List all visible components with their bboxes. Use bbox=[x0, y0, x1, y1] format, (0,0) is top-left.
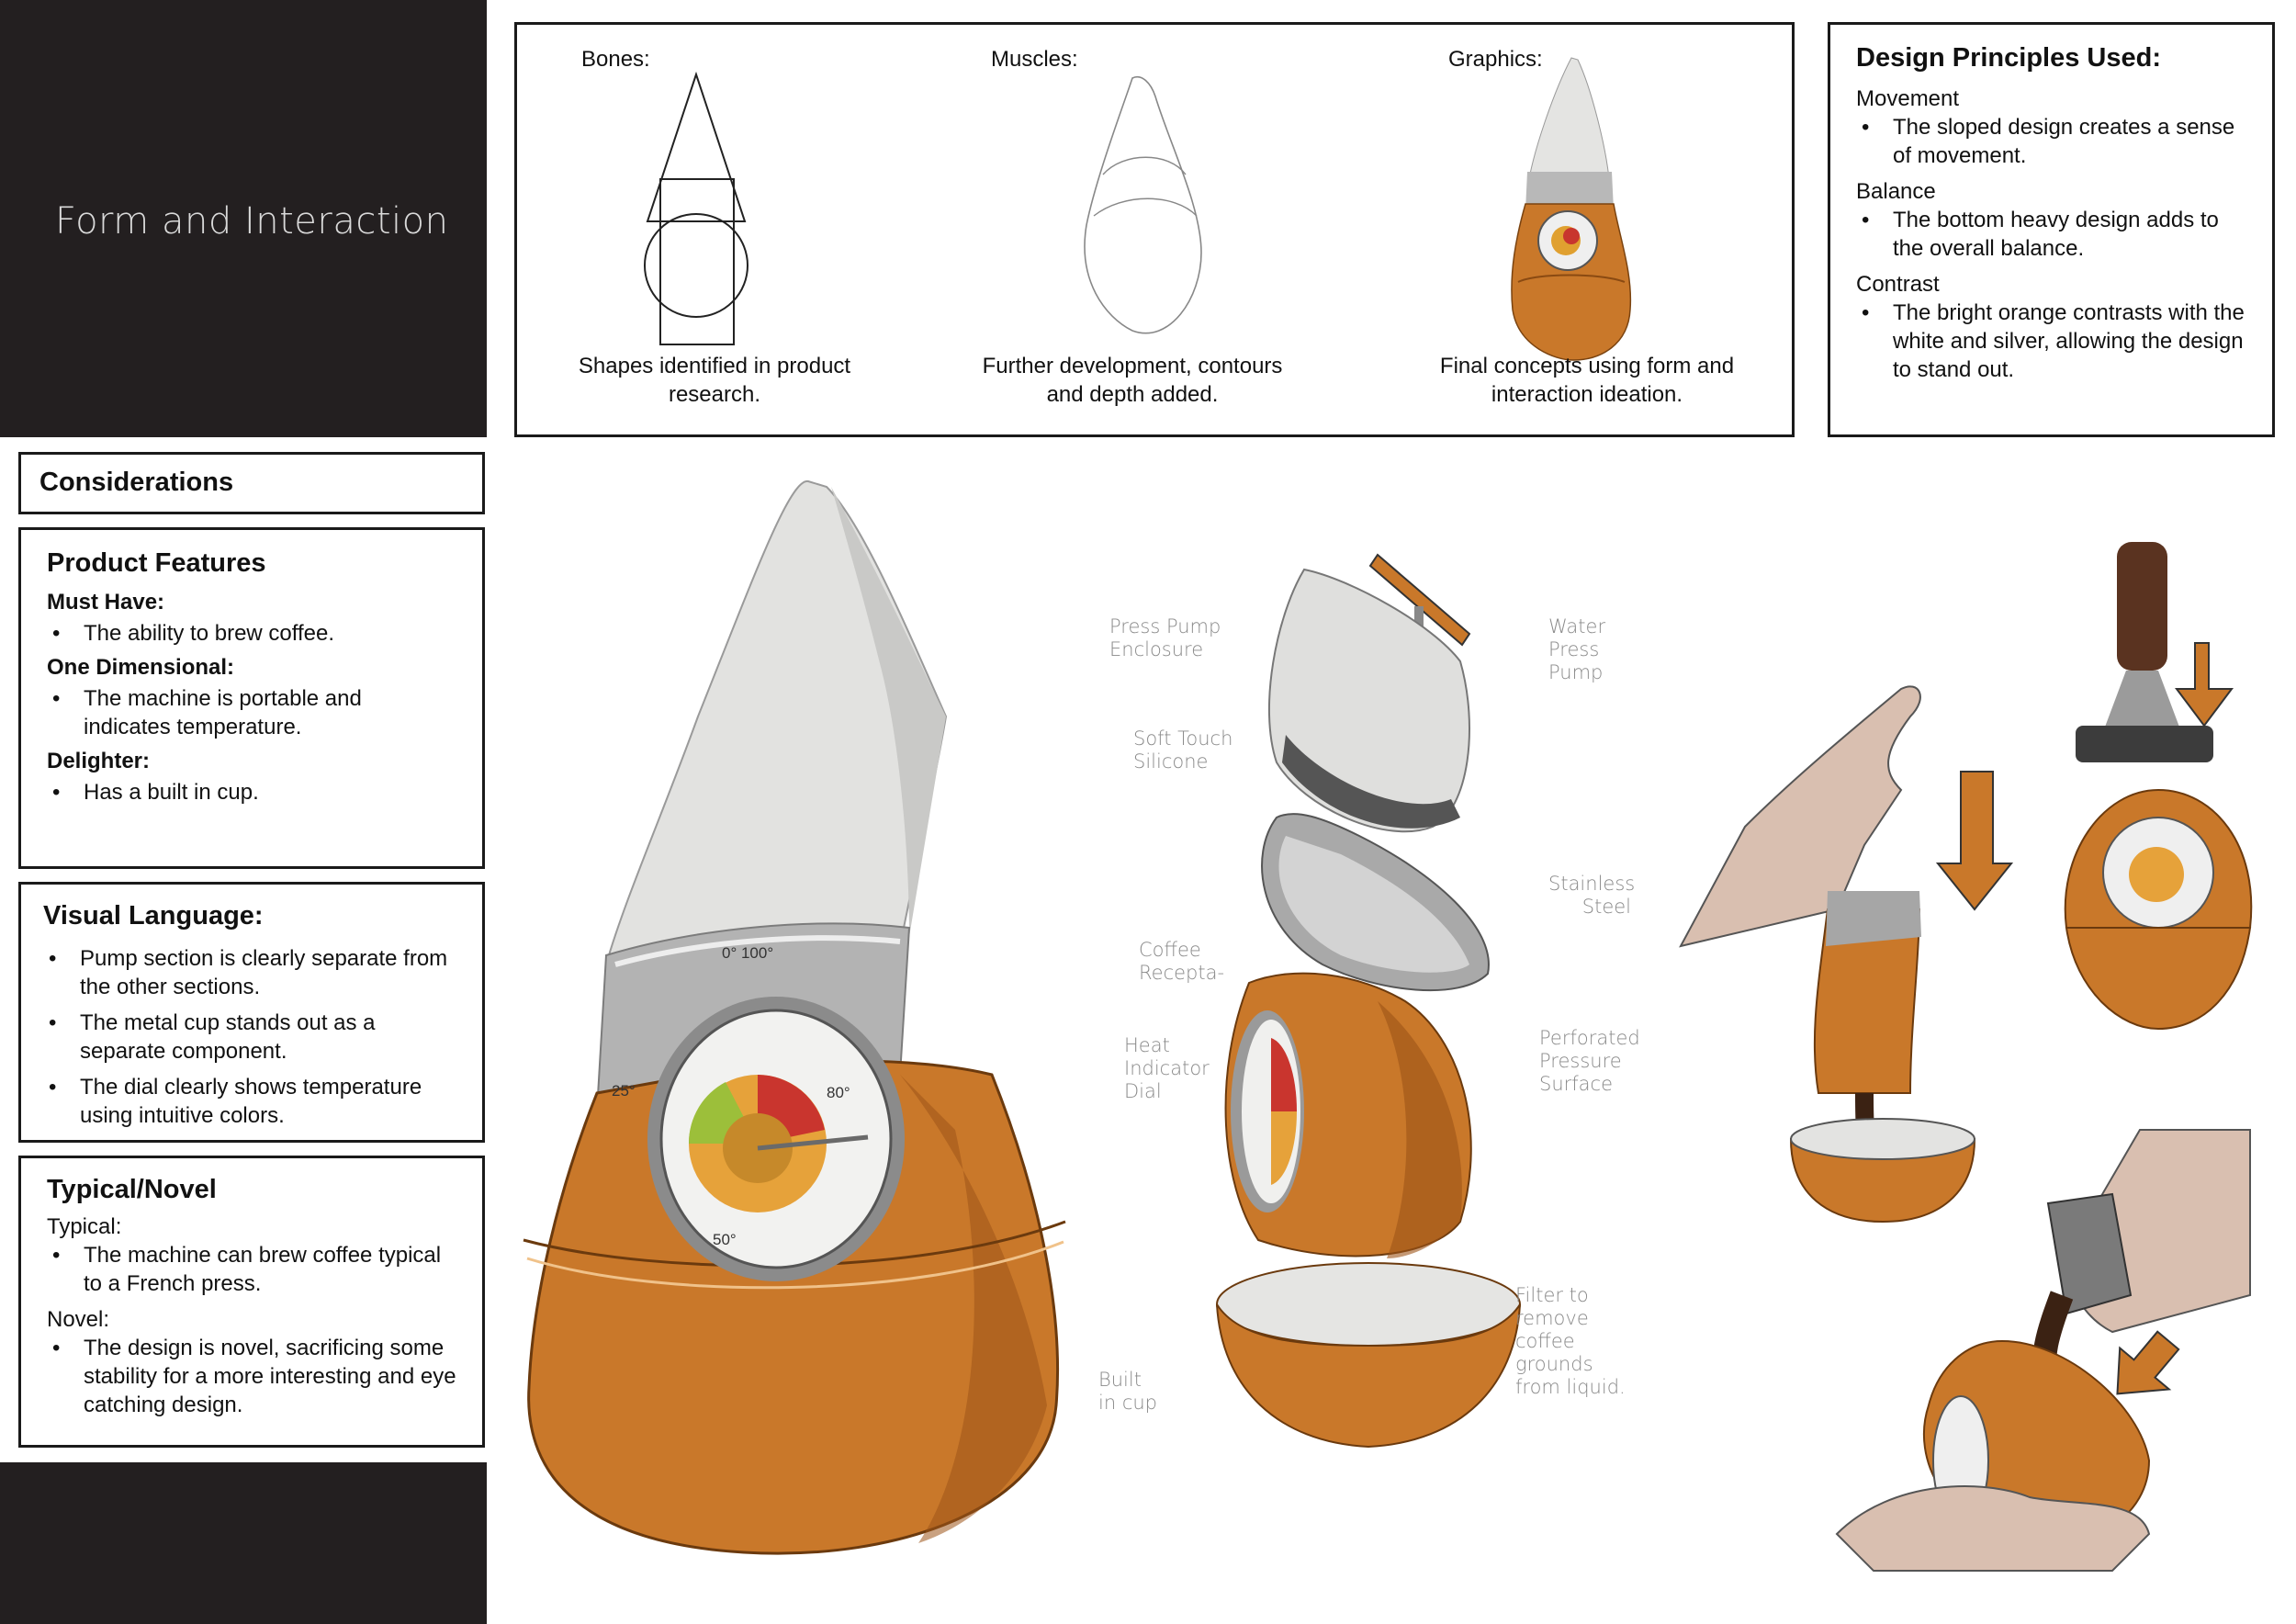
delighter-label: Delighter: bbox=[47, 749, 151, 773]
callout-soft-touch: Soft Touch Silicone bbox=[1133, 727, 1233, 773]
must-have-text: The ability to brew coffee. bbox=[47, 619, 456, 648]
bones-sketch bbox=[644, 71, 748, 345]
stage-label-muscles: Muscles: bbox=[991, 47, 1078, 72]
design-principles-panel: Design Principles Used: Movement The slo… bbox=[1828, 22, 2275, 437]
principle-movement: Movement The sloped design creates a sen… bbox=[1856, 85, 2246, 170]
muscles-sketch bbox=[1084, 76, 1202, 334]
typical-novel-title: Typical/Novel bbox=[47, 1175, 217, 1204]
callout-press-pump: Press Pump Enclosure bbox=[1109, 615, 1221, 660]
interaction-press-sketch bbox=[1679, 685, 2014, 1224]
principle-name: Balance bbox=[1856, 179, 1936, 204]
title-panel: Form and Interaction bbox=[0, 0, 487, 437]
delighter-text: Has a built in cup. bbox=[47, 778, 456, 806]
typical-label: Typical: bbox=[47, 1214, 122, 1239]
dial-label-right: 80° bbox=[827, 1084, 850, 1101]
typical-novel-panel: Typical/Novel Typical: The machine can b… bbox=[18, 1156, 485, 1448]
callout-perforated: Perforated Pressure Surface bbox=[1539, 1027, 1640, 1095]
product-features-title: Product Features bbox=[47, 548, 266, 578]
callout-cup: Built in cup bbox=[1098, 1369, 1158, 1414]
hero-render bbox=[523, 479, 1066, 1555]
considerations-header: Considerations bbox=[18, 452, 485, 514]
principle-contrast: Contrast The bright orange contrasts wit… bbox=[1856, 270, 2246, 384]
visual-language-item: The dial clearly shows temperature using… bbox=[43, 1073, 460, 1130]
visual-language-item: Pump section is clearly separate from th… bbox=[43, 944, 460, 1001]
novel-label: Novel: bbox=[47, 1307, 110, 1332]
callout-stainless: Stainless Steel bbox=[1548, 873, 1636, 918]
stage-label-graphics: Graphics: bbox=[1448, 47, 1543, 72]
footer-panel bbox=[0, 1462, 487, 1624]
callout-heat-dial: Heat Indicator Dial bbox=[1124, 1034, 1210, 1102]
stage-caption-graphics: Final concepts using form and interactio… bbox=[1439, 354, 1735, 407]
stage-label-bones: Bones: bbox=[581, 47, 650, 72]
considerations-title: Considerations bbox=[39, 468, 234, 497]
callout-coffee-recepta: Coffee Recepta- bbox=[1139, 939, 1225, 984]
graphics-render bbox=[1511, 57, 1632, 361]
must-have-label: Must Have: bbox=[47, 590, 165, 615]
visual-language-panel: Visual Language: Pump section is clearly… bbox=[18, 882, 485, 1143]
principle-text: The sloped design creates a sense of mov… bbox=[1856, 113, 2246, 170]
design-principles-title: Design Principles Used: bbox=[1856, 43, 2161, 73]
stage-caption-bones: Shapes identified in product research. bbox=[578, 354, 851, 407]
novel-text: The design is novel, sacrificing some st… bbox=[47, 1334, 456, 1419]
page-title: Form and Interaction bbox=[55, 200, 449, 242]
form-stages-panel: Bones: Muscles: Graphics: Shapes identif… bbox=[514, 22, 1795, 437]
one-dimensional-text: The machine is portable and indicates te… bbox=[47, 684, 396, 741]
callout-water-pump: Water Press Pump bbox=[1548, 615, 1606, 683]
principle-balance: Balance The bottom heavy design adds to … bbox=[1856, 177, 2246, 263]
callout-filter: Filter to remove coffee grounds from liq… bbox=[1515, 1284, 1626, 1398]
visual-language-item: The metal cup stands out as a separate c… bbox=[43, 1009, 460, 1066]
one-dimensional-label: One Dimensional: bbox=[47, 655, 235, 680]
product-features-panel: Product Features Must Have: The ability … bbox=[18, 527, 485, 869]
principle-text: The bright orange contrasts with the whi… bbox=[1856, 299, 2246, 384]
interaction-pour-sketch bbox=[1835, 1129, 2251, 1572]
dial-label-top: 0° 100° bbox=[722, 944, 774, 962]
exploded-view bbox=[1216, 553, 1521, 1449]
dial-label-left: 25° bbox=[612, 1082, 636, 1100]
principle-text: The bottom heavy design adds to the over… bbox=[1856, 206, 2246, 263]
interaction-tamp-sketch bbox=[2064, 542, 2253, 1031]
principle-name: Contrast bbox=[1856, 272, 1940, 297]
principle-name: Movement bbox=[1856, 86, 1960, 111]
dial-label-bottom: 50° bbox=[713, 1231, 737, 1248]
visual-language-title: Visual Language: bbox=[43, 901, 264, 930]
typical-text: The machine can brew coffee typical to a… bbox=[47, 1241, 456, 1298]
stage-caption-muscles: Further development, contours and depth … bbox=[982, 354, 1283, 407]
